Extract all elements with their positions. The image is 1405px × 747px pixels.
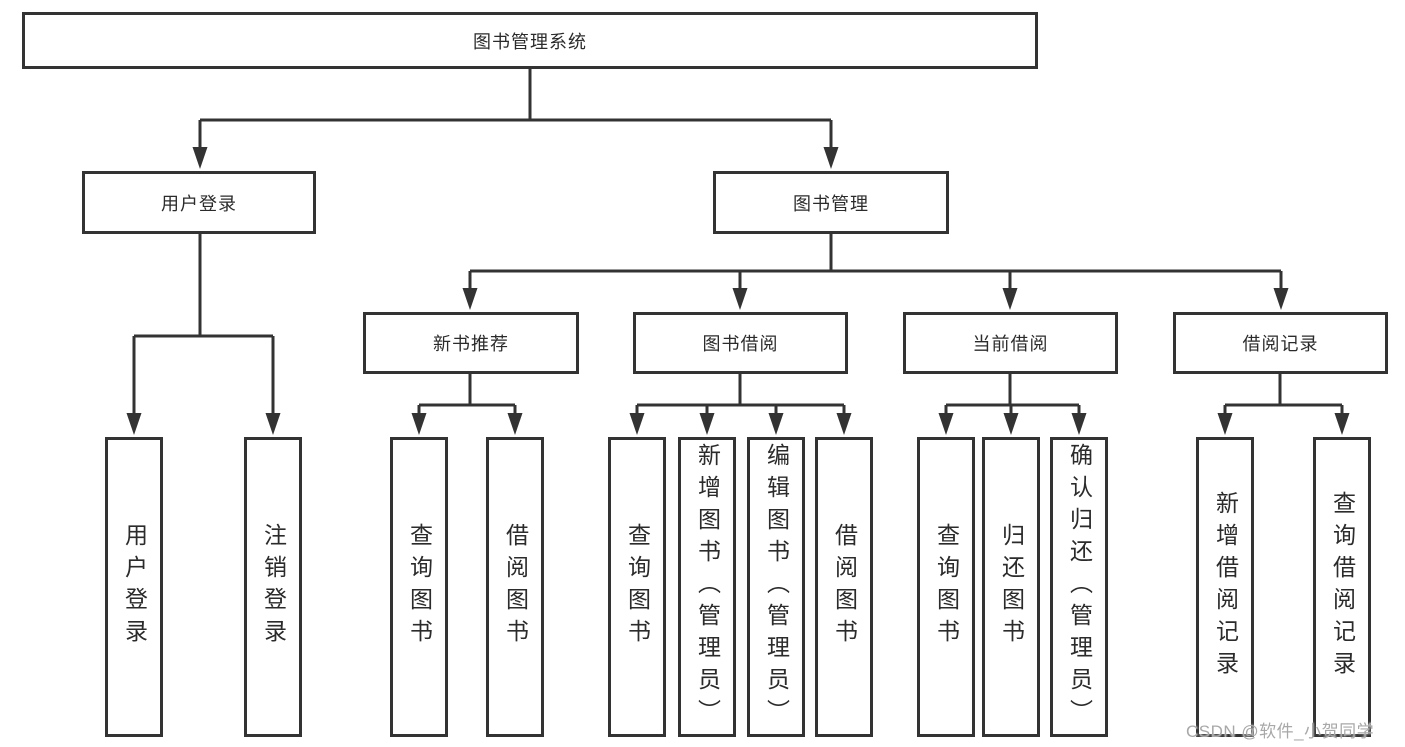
node-book-management: 图书管理 [713,171,949,234]
node-book-borrowing: 图书借阅 [633,312,848,374]
csdn-watermark: CSDN @软件_小贺同学 [1186,722,1375,741]
node-confirm-return-admin: 确认归还（管理员） [1050,437,1108,737]
node-query-books-borrowing: 查询图书 [608,437,666,737]
node-query-books-current: 查询图书 [917,437,975,737]
node-borrow-books-recommend: 借阅图书 [486,437,544,737]
node-query-borrow-record: 查询借阅记录 [1313,437,1371,737]
node-library-management-system: 图书管理系统 [22,12,1038,69]
node-borrow-books-leaf: 借阅图书 [815,437,873,737]
node-query-books-recommend: 查询图书 [390,437,448,737]
node-borrowing-records: 借阅记录 [1173,312,1388,374]
node-user-login: 用户登录 [82,171,316,234]
node-add-book-admin: 新增图书（管理员） [678,437,736,737]
node-logout-leaf: 注销登录 [244,437,302,737]
node-return-books: 归还图书 [982,437,1040,737]
node-user-login-leaf: 用户登录 [105,437,163,737]
node-new-book-recommendation: 新书推荐 [363,312,579,374]
node-current-borrowing: 当前借阅 [903,312,1118,374]
node-edit-book-admin: 编辑图书（管理员） [747,437,805,737]
node-add-borrow-record: 新增借阅记录 [1196,437,1254,737]
